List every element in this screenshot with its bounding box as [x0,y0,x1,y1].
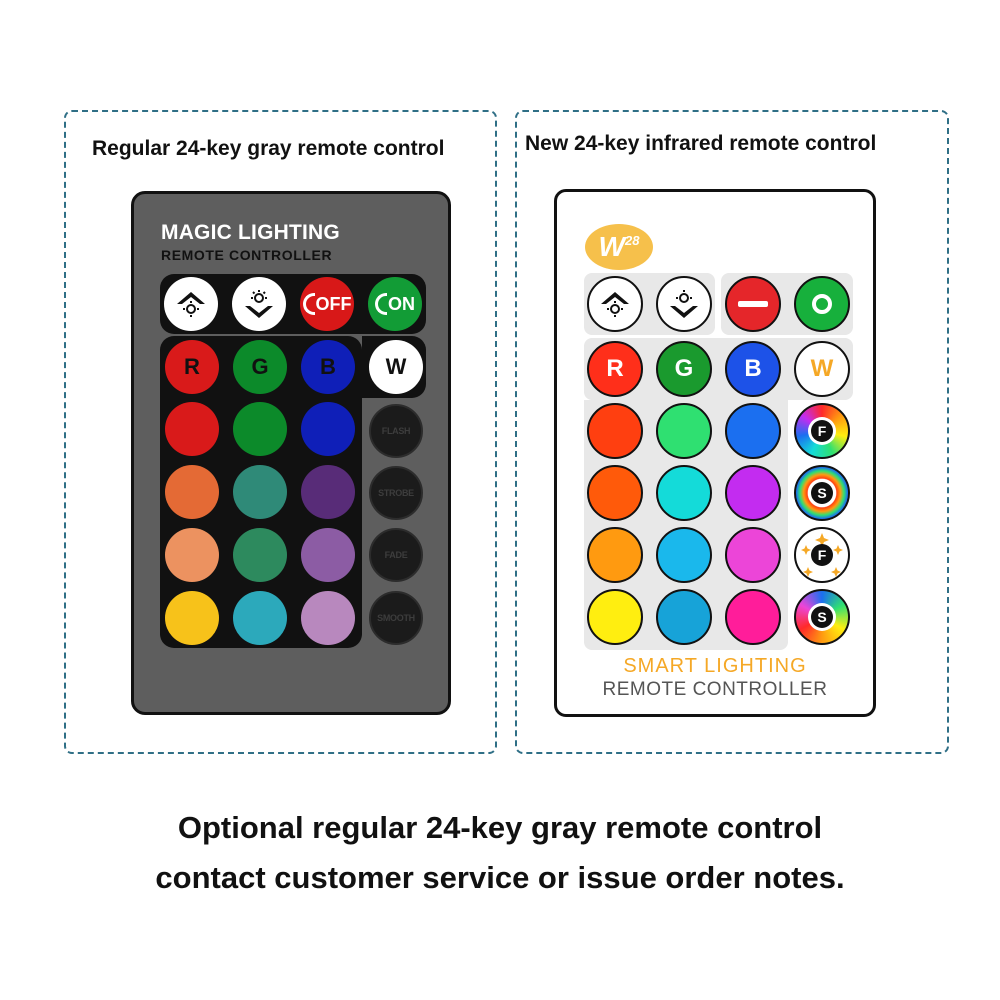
gray-color-button[interactable] [165,591,219,645]
sparkle-icon [801,533,843,577]
white-remote-brand: SMART LIGHTING [623,655,807,677]
smooth-button[interactable]: SMOOTH [369,591,423,645]
gray-color-button[interactable] [233,528,287,582]
gray-color-button[interactable] [165,402,219,456]
smooth-mode-icon: S [808,603,836,631]
gray-color-button[interactable] [165,465,219,519]
flash-button[interactable]: FLASH [369,404,423,458]
brightness-down-icon [670,290,698,318]
circle-icon [812,294,832,314]
gray-color-button[interactable] [301,528,355,582]
logo-number: 28 [624,232,640,248]
strobe-mode-button[interactable]: S [794,465,850,521]
gray-color-button[interactable] [233,402,287,456]
white-color-button[interactable] [587,589,643,645]
strobe-mode-icon: S [811,482,833,504]
flash-label: FLASH [381,426,411,436]
gray-color-button[interactable] [301,402,355,456]
gray-remote-subtitle: REMOTE CONTROLLER [161,247,333,263]
brightness-up-button[interactable] [164,277,218,331]
off-label: OFF [315,293,352,314]
white-remote-panel-title: New 24-key infrared remote control [525,132,877,155]
brightness-up-icon [601,292,629,317]
w28-logo: W 28 [585,224,653,270]
fade-label: FADE [384,550,408,560]
gray-red-label: R [184,354,200,379]
power-off-icon [302,293,315,315]
strobe-button[interactable]: STROBE [369,466,423,520]
white-color-button[interactable] [725,527,781,583]
gray-color-button[interactable] [301,591,355,645]
white-color-button[interactable] [656,403,712,459]
gray-blue-button[interactable]: B [301,340,355,394]
on-label: ON [388,293,415,314]
strobe-label: STROBE [378,488,414,498]
white-color-button[interactable] [725,403,781,459]
fade-mode-letter: F [811,544,833,566]
strobe-mode-letter: S [817,485,827,501]
flash-mode-icon: F [808,417,836,445]
brightness-down-icon [245,290,273,318]
caption-line-2: contact customer service or issue order … [155,860,845,895]
minus-icon [738,301,768,307]
gray-color-button[interactable] [301,465,355,519]
white-remote-subtitle: REMOTE CONTROLLER [602,679,828,700]
brightness-down-button[interactable] [232,277,286,331]
white-color-button[interactable] [656,589,712,645]
gray-remote-panel [64,110,497,754]
white-blue-label: B [744,355,762,382]
white-color-button[interactable] [587,403,643,459]
white-color-button[interactable] [725,589,781,645]
white-off-button[interactable] [725,276,781,332]
white-red-label: R [606,355,624,382]
white-white-label: W [810,355,834,382]
logo-letter: W [598,231,625,262]
gray-remote-brand: MAGIC LIGHTING [161,221,340,244]
white-color-button[interactable] [587,527,643,583]
white-on-button[interactable] [794,276,850,332]
white-green-button[interactable]: G [656,341,712,397]
smooth-mode-letter: S [811,606,833,628]
gray-green-button[interactable]: G [233,340,287,394]
fade-button[interactable]: FADE [369,528,423,582]
white-color-button[interactable] [587,465,643,521]
gray-color-button[interactable] [233,591,287,645]
white-brightness-down-button[interactable] [656,276,712,332]
white-color-button[interactable] [656,527,712,583]
caption-line-1: Optional regular 24-key gray remote cont… [177,810,823,845]
white-color-button[interactable] [725,465,781,521]
white-remote-panel [515,110,949,754]
white-green-label: G [674,355,694,382]
white-white-button[interactable]: W [794,341,850,397]
white-blue-button[interactable]: B [725,341,781,397]
gray-blue-label: B [320,354,336,379]
white-red-button[interactable]: R [587,341,643,397]
gray-white-label: W [385,354,407,379]
gray-remote-panel-title: Regular 24-key gray remote control [92,137,445,160]
off-button[interactable]: OFF [300,277,354,331]
fade-mode-button[interactable]: F [794,527,850,583]
smooth-mode-button[interactable]: S [794,589,850,645]
flash-mode-button[interactable]: F [794,403,850,459]
gray-green-label: G [251,354,269,379]
power-on-icon [375,293,387,315]
white-brightness-up-button[interactable] [587,276,643,332]
brightness-up-icon [177,292,205,317]
on-button[interactable]: ON [368,277,422,331]
flash-mode-letter: F [811,420,833,442]
white-color-button[interactable] [656,465,712,521]
gray-red-button[interactable]: R [165,340,219,394]
gray-color-button[interactable] [165,528,219,582]
smooth-label: SMOOTH [377,613,415,623]
gray-color-button[interactable] [233,465,287,519]
gray-white-button[interactable]: W [369,340,423,394]
